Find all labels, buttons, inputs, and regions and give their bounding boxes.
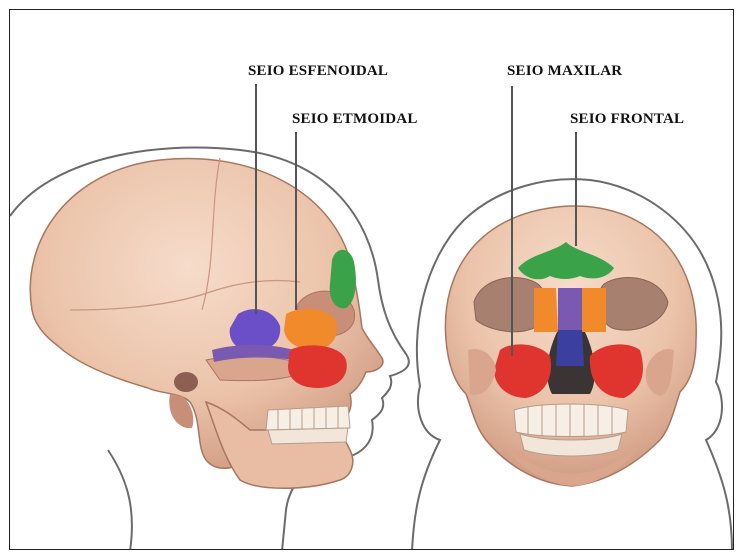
label-ethmoid-sinus: SEIO ETMOIDAL (292, 111, 418, 128)
frontal-ethmoid-sinus-right (582, 288, 606, 332)
figure-frame: SEIO ESFENOIDAL SEIO ETMOIDAL SEIO MAXIL… (9, 9, 734, 550)
lateral-teeth (266, 406, 350, 444)
label-frontal-sinus: SEIO FRONTAL (570, 111, 684, 128)
frontal-sphenoid-sinus (556, 330, 584, 366)
label-sphenoid-sinus: SEIO ESFENOIDAL (248, 63, 388, 80)
frontal-skull-view (412, 179, 732, 550)
lateral-frontal-sinus (330, 250, 356, 309)
sinus-illustration (10, 10, 734, 550)
lateral-ear-canal (174, 372, 198, 392)
lateral-maxillary-sinus (288, 345, 347, 388)
lateral-neck-outline (108, 450, 132, 550)
lateral-skull-view (10, 148, 409, 550)
label-maxillary-sinus: SEIO MAXILAR (507, 63, 622, 80)
frontal-teeth (514, 404, 628, 456)
frontal-ethmoid-sinus-left (534, 288, 558, 332)
